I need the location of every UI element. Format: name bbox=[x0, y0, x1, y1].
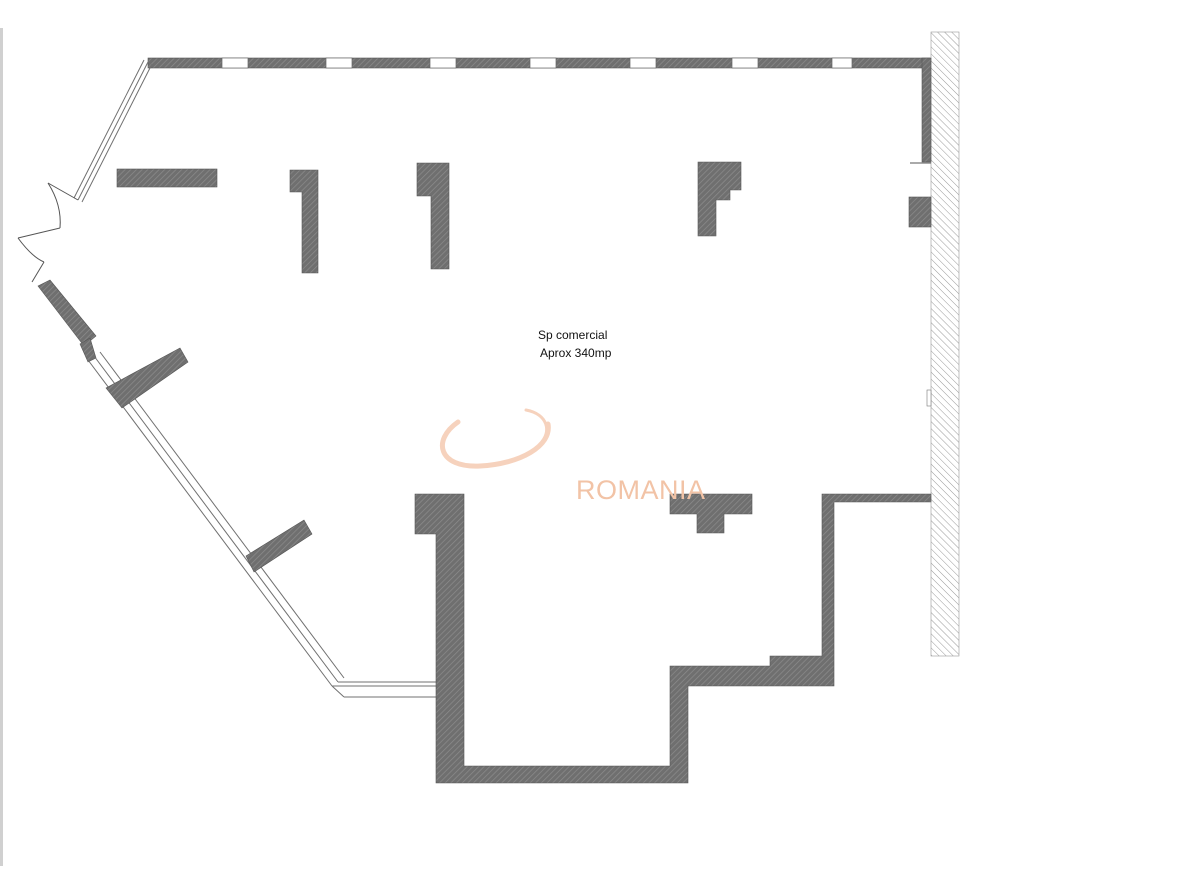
window-6 bbox=[731, 57, 759, 69]
column-1 bbox=[116, 168, 218, 188]
window-1 bbox=[221, 57, 249, 69]
lower-left-glazing bbox=[87, 351, 440, 698]
watermark-swoosh-icon bbox=[440, 408, 551, 469]
room-area-label: Aprox 340mp bbox=[540, 346, 612, 360]
partition-wall-1 bbox=[105, 347, 189, 409]
right-wall-small-opening bbox=[926, 389, 932, 407]
window-7 bbox=[831, 57, 853, 69]
right-wall-jamb bbox=[908, 196, 932, 228]
column-5 bbox=[669, 493, 753, 534]
window-3 bbox=[429, 57, 457, 69]
partition-wall-2 bbox=[245, 519, 313, 573]
window-2 bbox=[325, 57, 353, 69]
right-wall-upper bbox=[921, 57, 932, 163]
room-name-label: Sp comercial bbox=[538, 328, 607, 342]
window-5 bbox=[629, 57, 657, 69]
left-wall-block bbox=[37, 279, 97, 347]
watermark: ROMANIA bbox=[440, 408, 706, 505]
column-3 bbox=[416, 162, 450, 270]
lower-wall-system bbox=[414, 493, 932, 784]
column-2 bbox=[289, 169, 319, 274]
entrance-door bbox=[17, 182, 79, 283]
page-border bbox=[0, 28, 3, 866]
upper-left-glazing bbox=[73, 59, 153, 203]
top-wall bbox=[147, 57, 931, 69]
window-4 bbox=[529, 57, 557, 69]
watermark-text: ROMANIA bbox=[576, 475, 706, 505]
column-4 bbox=[697, 161, 742, 237]
adjacent-building-hatch bbox=[930, 31, 960, 657]
